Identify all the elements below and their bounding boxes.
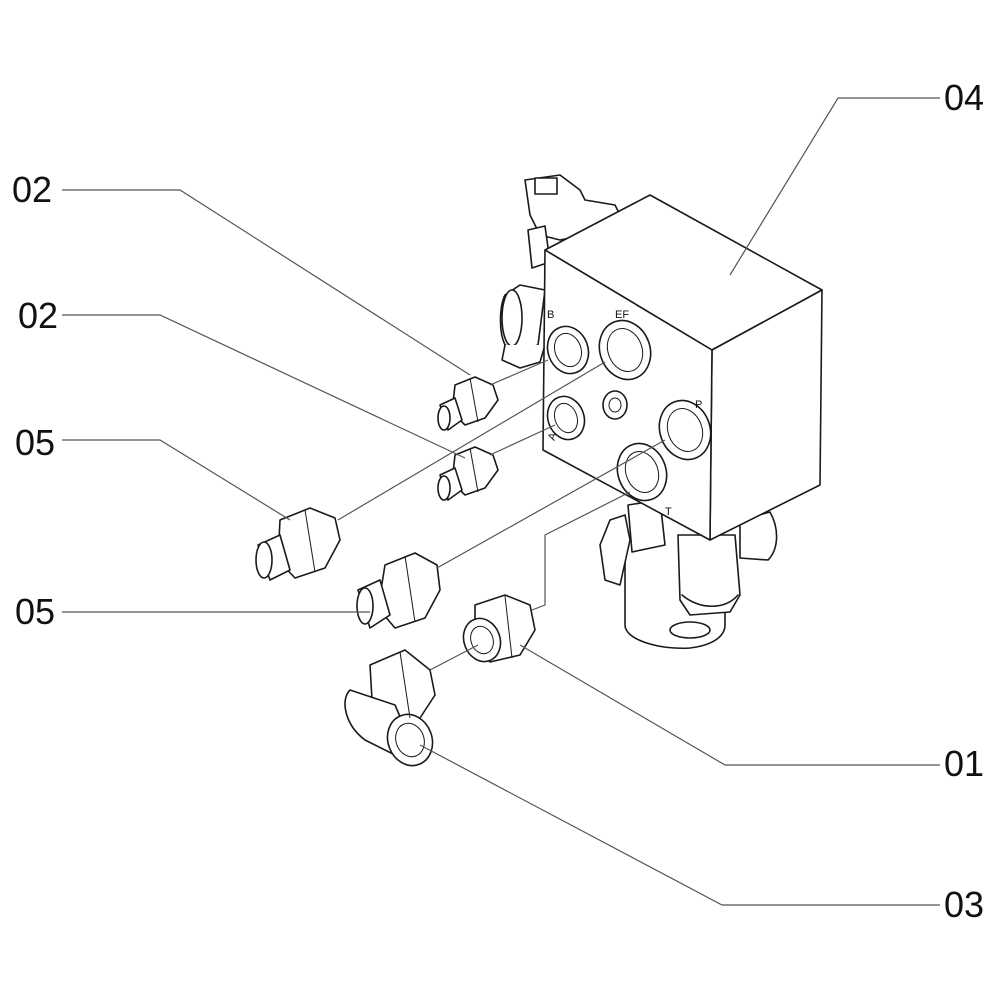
port-a: A — [546, 395, 586, 443]
leader-c6 — [519, 644, 940, 766]
port-label-t: T — [665, 506, 672, 518]
port-label-a: A — [546, 431, 560, 443]
leader-c2 — [62, 314, 466, 459]
leader-c7 — [419, 744, 940, 906]
fitting-05-upper — [255, 507, 341, 581]
port-p: P — [658, 399, 712, 461]
port-ef: EF — [598, 309, 652, 381]
callout-label-c1: 02 — [12, 169, 52, 210]
port-b: B — [546, 309, 590, 375]
callout-label-c6: 01 — [944, 743, 984, 784]
fitting-02-upper — [437, 376, 499, 431]
callout-label-c2: 02 — [18, 295, 58, 336]
fitting-02-lower — [437, 446, 499, 501]
lower-solenoid — [599, 499, 778, 650]
callout-label-c3: 05 — [15, 422, 55, 463]
callout-label-c4: 05 — [15, 591, 55, 632]
fitting-01 — [462, 594, 536, 663]
valve-block: B EF A P T — [499, 174, 823, 650]
port-label-ef: EF — [615, 309, 629, 321]
callout-label-c5: 04 — [944, 77, 984, 118]
assembly-lines — [337, 359, 666, 671]
callout-leaders — [62, 97, 940, 906]
block-front-face — [542, 249, 713, 541]
center-plug — [602, 390, 628, 420]
leader-c5 — [729, 97, 940, 276]
callout-label-c7: 03 — [944, 884, 984, 925]
callout-labels: 02 02 05 05 04 01 03 — [12, 77, 984, 925]
fitting-05-lower — [356, 552, 441, 629]
port-label-p: P — [695, 399, 702, 411]
port-t: T — [616, 442, 672, 518]
leader-c1 — [62, 189, 471, 376]
port-label-b: B — [547, 309, 554, 321]
leader-c3 — [62, 439, 291, 521]
fitting-03-elbow — [344, 649, 436, 767]
